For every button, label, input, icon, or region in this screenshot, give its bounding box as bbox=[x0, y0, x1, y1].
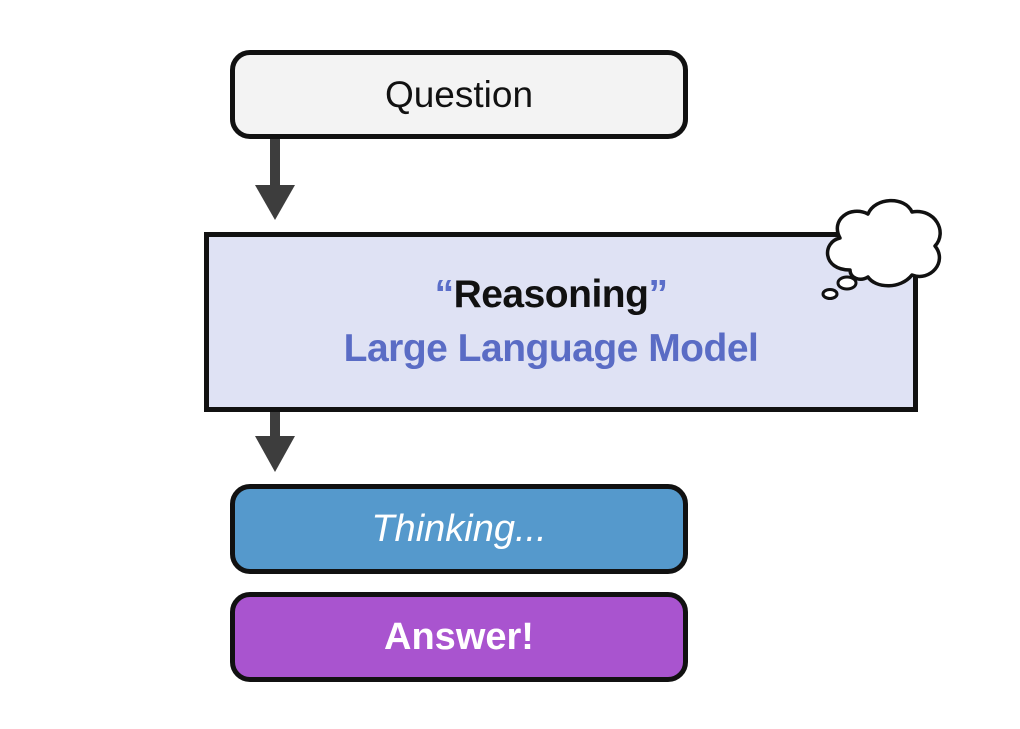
question-label: Question bbox=[384, 73, 534, 115]
quote-open: “ bbox=[434, 273, 455, 316]
llm-title: “Reasoning” bbox=[435, 268, 668, 322]
arrow-question-to-model bbox=[255, 139, 295, 220]
thinking-box: Thinking... bbox=[230, 484, 688, 574]
answer-label: Answer! bbox=[384, 615, 534, 658]
question-box: Question bbox=[230, 50, 688, 139]
quote-close: ” bbox=[648, 273, 668, 316]
answer-box: Answer! bbox=[230, 592, 688, 682]
thinking-label: Thinking... bbox=[371, 507, 547, 550]
llm-subtitle: Large Language Model bbox=[343, 327, 759, 370]
arrow-model-to-thinking bbox=[255, 412, 295, 472]
llm-title-text: Reasoning bbox=[453, 273, 649, 316]
reasoning-llm-box: “Reasoning” Large Language Model bbox=[204, 232, 918, 412]
